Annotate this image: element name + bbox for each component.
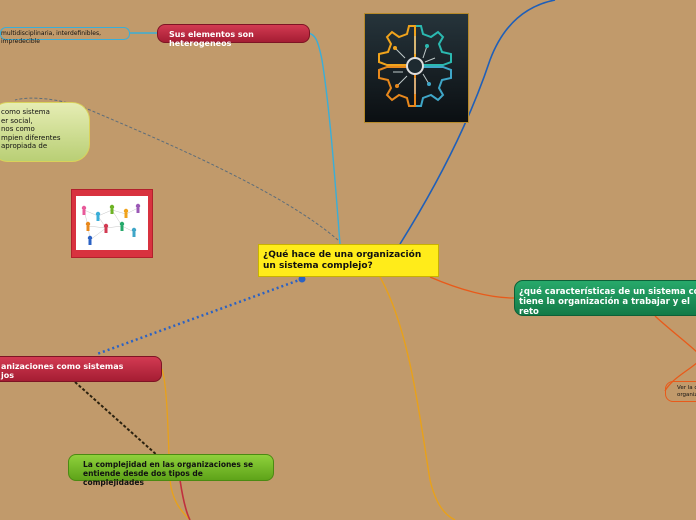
connector-orgs-dot [298, 275, 306, 283]
connector-elementos [307, 32, 341, 245]
network-people-icon [81, 203, 141, 245]
node-callout-label: como sistema er social, nos como mpien d… [1, 108, 61, 150]
node-orgs-label: anizaciones como sistemas jos [1, 362, 124, 380]
gear-icon [365, 14, 468, 122]
gear-circuit-image[interactable] [364, 13, 469, 123]
central-topic-label: ¿Qué hace de una organización un sistema… [263, 250, 422, 271]
node-multidisciplinaria[interactable]: multidisciplinaria, interdefinibles, imp… [0, 27, 130, 45]
connector-top-right [399, 0, 556, 245]
connector-orgs-down [161, 368, 191, 520]
central-topic[interactable]: ¿Qué hace de una organización un sistema… [258, 244, 439, 277]
network-canvas [76, 196, 148, 250]
node-callout[interactable]: como sistema er social, nos como mpien d… [0, 102, 90, 162]
node-caracteristicas-label: ¿qué características de un sistema com t… [519, 287, 696, 316]
node-ver[interactable]: Ver la c organiz [665, 381, 696, 402]
connector-callout [14, 97, 339, 241]
people-network-image[interactable] [71, 189, 153, 258]
node-caracteristicas[interactable]: ¿qué características de un sistema com t… [514, 280, 696, 316]
connector-orgs-down-red [179, 479, 191, 520]
node-multidisciplinaria-label: multidisciplinaria, interdefinibles, imp… [1, 30, 101, 45]
node-elementos-label: Sus elementos son heterogeneos [169, 30, 254, 48]
connector-bottom [379, 276, 456, 520]
connector-ver [654, 315, 696, 353]
node-complejidad[interactable]: La complejidad en las organizaciones se … [68, 454, 274, 487]
node-ver-label: Ver la c organiz [677, 385, 696, 398]
node-organizaciones-sistemas[interactable]: anizaciones como sistemas jos [0, 356, 162, 382]
node-elementos-heterogeneos[interactable]: Sus elementos son heterogeneos [157, 24, 310, 48]
node-complejidad-label: La complejidad en las organizaciones se … [83, 460, 254, 487]
connector-complejidad [74, 381, 159, 457]
connector-caract [429, 276, 515, 299]
connector-orgs [96, 277, 303, 356]
